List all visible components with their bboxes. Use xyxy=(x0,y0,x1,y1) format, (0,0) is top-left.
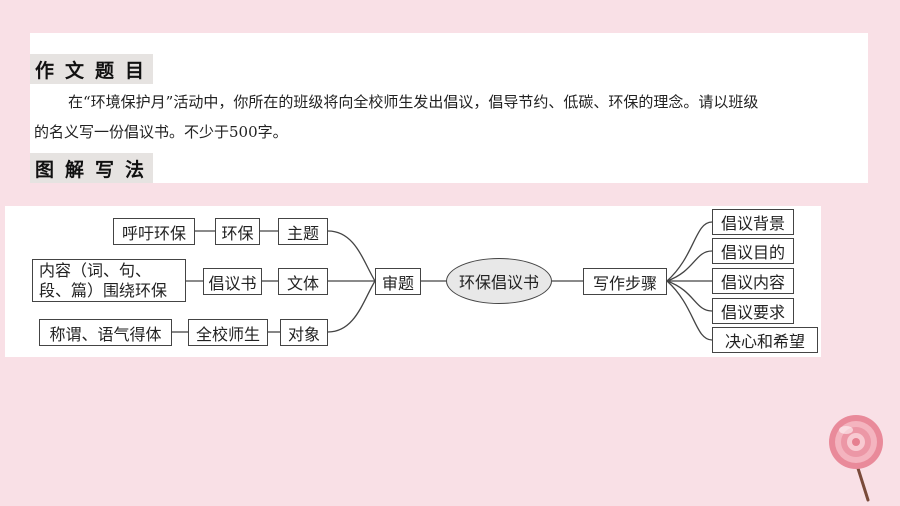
center-topic-node: 环保倡议书 xyxy=(446,258,552,304)
heading-topic-text: 作文题目 xyxy=(35,59,156,82)
section-heading-topic: 作文题目 xyxy=(30,54,153,84)
left-hub-node: 审题 xyxy=(375,268,421,295)
branch-label-node: 主题 xyxy=(278,218,328,245)
prompt-line-2: 的名义写一份倡议书。不少于500字。 xyxy=(34,123,288,141)
connector-curve xyxy=(666,250,713,282)
section-heading-method: 图解写法 xyxy=(30,153,153,183)
middle-node: 全校师生 xyxy=(188,319,268,346)
branch-label-node: 文体 xyxy=(278,268,328,295)
connector-curve xyxy=(666,280,713,341)
step-node: 倡议背景 xyxy=(712,209,794,235)
connector-curve xyxy=(666,280,713,312)
step-node: 倡议内容 xyxy=(712,268,794,294)
middle-node: 倡议书 xyxy=(203,268,262,295)
mind-map: 呼吁环保 内容（词、句、段、篇）围绕环保 称谓、语气得体 环保 倡议书 全校师生… xyxy=(5,206,821,357)
detail-node: 内容（词、句、段、篇）围绕环保 xyxy=(32,259,186,302)
detail-node: 呼吁环保 xyxy=(113,218,195,245)
step-node: 决心和希望 xyxy=(712,327,818,353)
step-node: 倡议目的 xyxy=(712,238,794,264)
connector-curve xyxy=(327,230,376,282)
connector-curve xyxy=(327,280,376,333)
connector-curve xyxy=(666,221,713,282)
detail-node: 称谓、语气得体 xyxy=(39,319,172,346)
prompt-line-1: 在“环境保护月”活动中，你所在的班级将向全校师生发出倡议，倡导节约、低碳、环保的… xyxy=(68,93,759,111)
right-hub-node: 写作步骤 xyxy=(583,268,667,295)
heading-method-text: 图解写法 xyxy=(35,158,156,181)
branch-label-node: 对象 xyxy=(280,319,328,346)
lollipop-icon xyxy=(829,415,883,502)
middle-node: 环保 xyxy=(215,218,260,245)
assignment-panel: 作文题目 在“环境保护月”活动中，你所在的班级将向全校师生发出倡议，倡导节约、低… xyxy=(30,33,868,183)
mind-map-connectors xyxy=(172,221,713,341)
step-node: 倡议要求 xyxy=(712,298,794,324)
